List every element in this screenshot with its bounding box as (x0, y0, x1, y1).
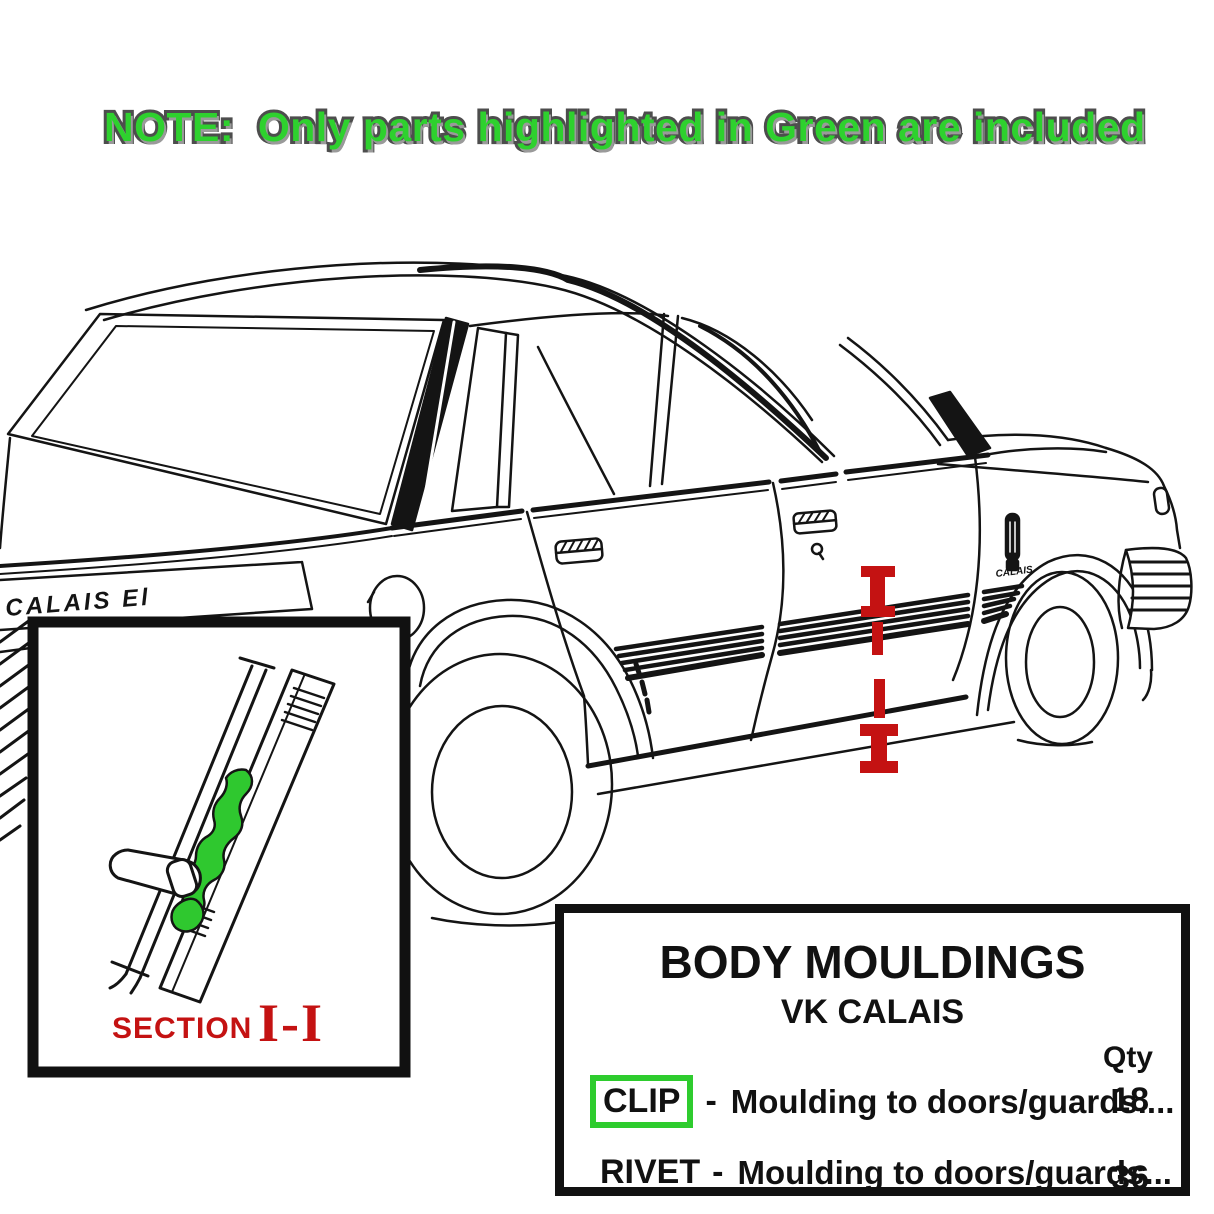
rear-wheel-arch-inner (418, 614, 640, 758)
parts-table: BODY MOULDINGS VK CALAIS Qty CLIP - Moul… (555, 904, 1190, 1197)
belt-moulding (389, 452, 991, 531)
front-door-handle (792, 509, 838, 535)
section-inset-box (27, 616, 411, 1078)
door-lock-keyhole (810, 542, 824, 556)
quarter-top-line (0, 526, 394, 568)
front-valance (1141, 668, 1153, 702)
row-separator: - (712, 1153, 724, 1191)
section-left-strip-ends (108, 656, 276, 995)
aerial (1004, 512, 1021, 572)
rivet-qty: 36 (1111, 1159, 1149, 1197)
table-row-rivet: RIVET - Moulding to doors/guards... (600, 1153, 1172, 1192)
row-separator: - (705, 1082, 717, 1120)
section-left-strip (124, 664, 268, 980)
front-tyre (1004, 570, 1120, 746)
rear-wheel-arch (404, 598, 655, 760)
front-rim (1024, 605, 1096, 719)
parts-table-title: BODY MOULDINGS (659, 936, 1086, 988)
front-window-top-edge (680, 316, 814, 422)
b-pillar (648, 312, 680, 488)
keyhole-tail (817, 551, 825, 561)
rear-door-handle (554, 537, 604, 565)
bumper-guard-gap (1117, 548, 1128, 630)
qty-column-header: Qty (1102, 1041, 1153, 1074)
quarter-divider (495, 331, 520, 509)
a-pillar-band (698, 324, 822, 454)
front-wheel-arch-inner (986, 570, 1142, 712)
section-id-label: I-I (258, 993, 325, 1053)
tail-light-hatch (0, 618, 32, 842)
clip-part-name-highlighted: CLIP (590, 1075, 694, 1128)
clip-description: Moulding to doors/guards.... (730, 1082, 1175, 1120)
rear-screen (6, 312, 446, 526)
clip-qty: 18 (1111, 1081, 1149, 1119)
guard-badge-text: CALAIS (995, 564, 1034, 579)
c-pillar-moulding (390, 316, 470, 532)
ground-shadow-front (1016, 738, 1094, 747)
quarter-top-thin (0, 535, 393, 575)
table-row-clip: CLIP - Moulding to doors/guards.... (590, 1075, 1174, 1128)
section-cut-markers (860, 566, 898, 773)
rear-rim (430, 704, 574, 880)
sill-lower-line (596, 720, 1016, 796)
sill-moulding (585, 694, 969, 769)
parts-table-subtitle: VK CALAIS (780, 993, 965, 1031)
bumper-ribs (1128, 560, 1193, 612)
rear-door-glass-division (536, 345, 616, 496)
nose-curve (1104, 446, 1182, 550)
guard-gap (951, 455, 982, 682)
rear-tyre (386, 652, 614, 916)
front-indicator (1152, 486, 1171, 516)
boot-edge-line (0, 436, 12, 550)
bonnet-top-line (946, 433, 1108, 450)
section-hatch-top (280, 686, 326, 732)
front-door-gap (749, 481, 785, 742)
far-a-pillar (928, 390, 992, 458)
rivet-part-name: RIVET (600, 1153, 701, 1191)
section-marker-bottom-I (860, 724, 898, 773)
roof-inner-line (102, 274, 824, 464)
c-pillar-highlight (418, 320, 456, 528)
rivet-description: Moulding to doors/guards... (737, 1153, 1172, 1191)
belt-moulding-lower-line (393, 462, 987, 537)
rear-door-gap (525, 510, 590, 766)
section-marker-dash-2 (874, 679, 885, 718)
arch-lip-ticks (633, 661, 652, 715)
rear-screen-inner (31, 325, 435, 515)
guard-crease (936, 462, 1150, 484)
section-label: SECTION (112, 1012, 253, 1045)
section-marker-top-I (861, 566, 895, 617)
roof-drip-moulding (417, 263, 829, 461)
windscreen-sliver (838, 336, 950, 447)
highlighted-clip-foot (170, 897, 205, 933)
clip-stud (165, 858, 199, 898)
bumper-endcap (1124, 546, 1193, 631)
boot-badge-text: CALAIS El (4, 584, 151, 622)
roof-outline (84, 261, 836, 458)
ground-shadow-rear (430, 916, 562, 927)
fuel-filler-detail (366, 590, 376, 604)
section-marker-dash-1 (872, 622, 883, 655)
note-banner: NOTE: Only parts highlighted in Green ar… (101, 101, 1148, 153)
window-top-edge (468, 312, 670, 328)
bonnet-second-line (983, 447, 1108, 457)
body-side-moulding (613, 583, 1025, 681)
